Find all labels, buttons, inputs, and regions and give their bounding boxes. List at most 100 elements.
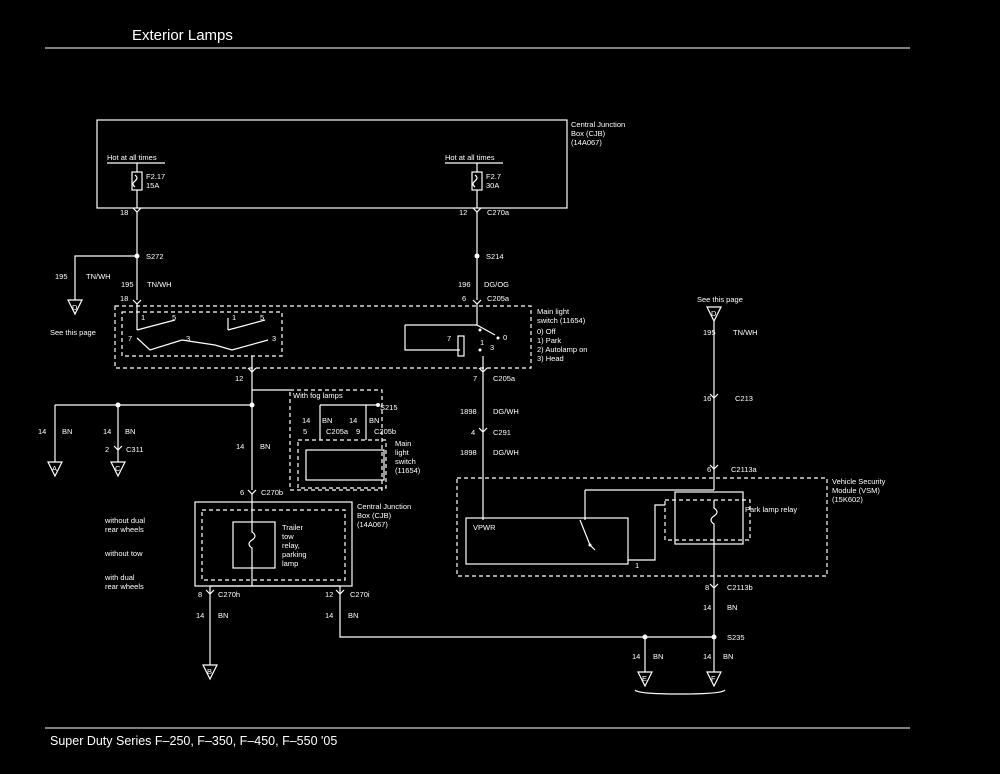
pin-number: 18	[120, 294, 128, 303]
wire-color: BN	[653, 652, 663, 661]
connector-arrow-icon	[110, 461, 126, 478]
switch-terminal: 7	[447, 334, 451, 343]
connector-id: C205a	[326, 427, 349, 436]
connector-letter: E	[642, 674, 647, 683]
wire-color: BN	[218, 611, 228, 620]
pin-number: 18	[120, 208, 128, 217]
pin-number: 6	[707, 465, 711, 474]
connector-letter: D	[72, 303, 78, 312]
splice-id: S272	[146, 252, 164, 261]
splice-s214	[474, 253, 480, 259]
wire-number: 14	[703, 603, 711, 612]
connector-arrow-icon	[67, 299, 83, 316]
switch-terminal: 7	[128, 334, 132, 343]
vsm-label: Module (VSM)	[832, 486, 880, 495]
wire-number: 1898	[460, 407, 477, 416]
connector-c270a: 18 12 C270a	[120, 207, 510, 217]
note-text: rear wheels	[105, 582, 144, 591]
switch-terminal: 1	[480, 338, 484, 347]
fog-lamps-option: With fog lamps S215 14 BN 14 BN 5 C205a …	[252, 389, 421, 491]
vsm-label: Vehicle Security	[832, 477, 886, 486]
wire-number: 14	[302, 416, 310, 425]
connector-id: C213	[735, 394, 753, 403]
cjb-mid: Central Junction Box (CJB) (14A067) Trai…	[194, 494, 411, 587]
connector-id: C270i	[350, 590, 370, 599]
wire-color: BN	[727, 603, 737, 612]
hot-label: Hot at all times	[445, 153, 495, 162]
connector-id: C291	[493, 428, 511, 437]
wire-color: BN	[348, 611, 358, 620]
fuse-icon	[471, 171, 483, 191]
connector-arrow-icon	[637, 671, 653, 688]
connector-id: C205a	[487, 294, 510, 303]
wire-number: 1898	[460, 448, 477, 457]
wire-number: 195	[703, 328, 716, 337]
connector-letter: C	[115, 464, 121, 473]
relay-icon	[232, 521, 276, 569]
see-page-label: See this page	[697, 295, 743, 304]
relay-label: tow	[282, 532, 294, 541]
connector-id: C270b	[261, 488, 283, 497]
pin-number: 9	[356, 427, 360, 436]
switch-label: switch (11654)	[537, 316, 586, 325]
pin-number: 1	[635, 561, 639, 570]
relay-label: relay,	[282, 541, 300, 550]
connector-arrow-icon	[706, 306, 722, 323]
switch-label: Main	[395, 439, 411, 448]
switch-label: Main light	[537, 307, 570, 316]
vsm-label: (15K602)	[832, 495, 863, 504]
relay-label: lamp	[282, 559, 298, 568]
splice-id: S235	[727, 633, 745, 642]
right-branch: See this page D 195 TN/WH 16 C213 6 C211…	[697, 295, 758, 490]
switch-terminal: 3	[490, 343, 494, 352]
connector-letter: B	[207, 667, 212, 676]
main-light-switch: Main light switch (11654) 0) Off 1) Park…	[114, 304, 587, 369]
cjb-mid-label: Central Junction	[357, 502, 411, 511]
switch-option: 2) Autolamp on	[537, 345, 587, 354]
connector-arrow-icon	[47, 461, 63, 478]
wire-color: BN	[260, 442, 270, 451]
switch-label: switch	[395, 457, 416, 466]
left-branch: 14 BN 14 BN 2 C311 A C	[38, 402, 255, 478]
relay-label: parking	[282, 550, 307, 559]
wire-color: BN	[369, 416, 379, 425]
cjb-top-label: Central Junction	[571, 120, 625, 129]
wire-color: DG/OG	[484, 280, 509, 289]
pin-number: 5	[303, 427, 307, 436]
pin-number: 16	[703, 394, 711, 403]
vpwr-label: VPWR	[473, 523, 496, 532]
switch-option: 0) Off	[537, 327, 557, 336]
switch-option: 1) Park	[537, 336, 561, 345]
wire-number: 14	[703, 652, 711, 661]
connector-id: C2113a	[731, 465, 758, 474]
connector-letter: D	[711, 309, 717, 318]
note-text: without tow	[104, 549, 143, 558]
cjb-mid-label: (14A067)	[357, 520, 388, 529]
wire-color: DG/WH	[493, 448, 519, 457]
note-text: with dual	[104, 573, 135, 582]
hot-label: Hot at all times	[107, 153, 157, 162]
fuse-rating: 15A	[146, 181, 159, 190]
connector-id: C270h	[218, 590, 240, 599]
switch-terminal: 1	[141, 313, 145, 322]
relay-icon	[674, 491, 744, 545]
splice-id: S214	[486, 252, 504, 261]
fuse-icon	[131, 171, 143, 191]
wire-number: 14	[38, 427, 46, 436]
switch-terminal: 3	[186, 334, 190, 343]
pin-number: 2	[105, 445, 109, 454]
wire-number: 14	[632, 652, 640, 661]
splice-id: S215	[380, 403, 398, 412]
pin-number: 12	[459, 208, 467, 217]
pin-number: 12	[235, 374, 243, 383]
cjb-top-label: Box (CJB)	[571, 129, 606, 138]
fog-title: With fog lamps	[293, 391, 343, 400]
pin-number: 6	[240, 488, 244, 497]
bracket	[634, 689, 726, 695]
wire-number: 14	[325, 611, 333, 620]
switch-terminal: 5	[260, 313, 264, 322]
wire-color: BN	[125, 427, 135, 436]
switch-terminal: 5	[172, 313, 176, 322]
connector-id: C311	[126, 445, 143, 454]
